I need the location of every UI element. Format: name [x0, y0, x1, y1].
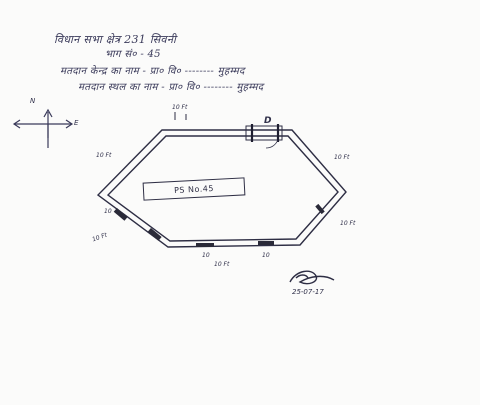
- dimension-bottom-b: 10: [262, 252, 270, 259]
- polling-station-label: PS No.45: [173, 183, 215, 195]
- constituency-title: विधान सभा क्षेत्र 231 सिवनी: [54, 33, 177, 46]
- dimension-left-small: 10: [104, 208, 112, 215]
- dimension-top-left: 10 Ft: [96, 152, 112, 159]
- dimension-bottom-a: 10: [202, 252, 210, 259]
- room-outline: [96, 129, 347, 248]
- dimension-top-right: 10 Ft: [334, 154, 350, 161]
- door-marker: [245, 124, 283, 149]
- polling-centre-name: मतदान केन्द्र का नाम - प्रा० वि० -------…: [60, 66, 245, 77]
- polling-station-name: मतदान स्थल का नाम - प्रा० वि० -------- म…: [78, 82, 264, 93]
- part-number: भाग सं० - 45: [105, 49, 161, 60]
- compass-north-label: N: [30, 97, 36, 105]
- compass-icon: [12, 108, 74, 148]
- dimension-right: 10 Ft: [340, 220, 356, 227]
- window-markers: [113, 203, 325, 247]
- compass-east-label: E: [74, 119, 79, 127]
- dimension-top: 10 Ft: [172, 104, 188, 111]
- signature-date: 25-07-17: [292, 288, 324, 296]
- door-label: D: [264, 116, 272, 126]
- dimension-bottom: 10 Ft: [214, 261, 230, 268]
- signature-mark: [289, 270, 335, 285]
- top-tick-marks: [174, 112, 187, 120]
